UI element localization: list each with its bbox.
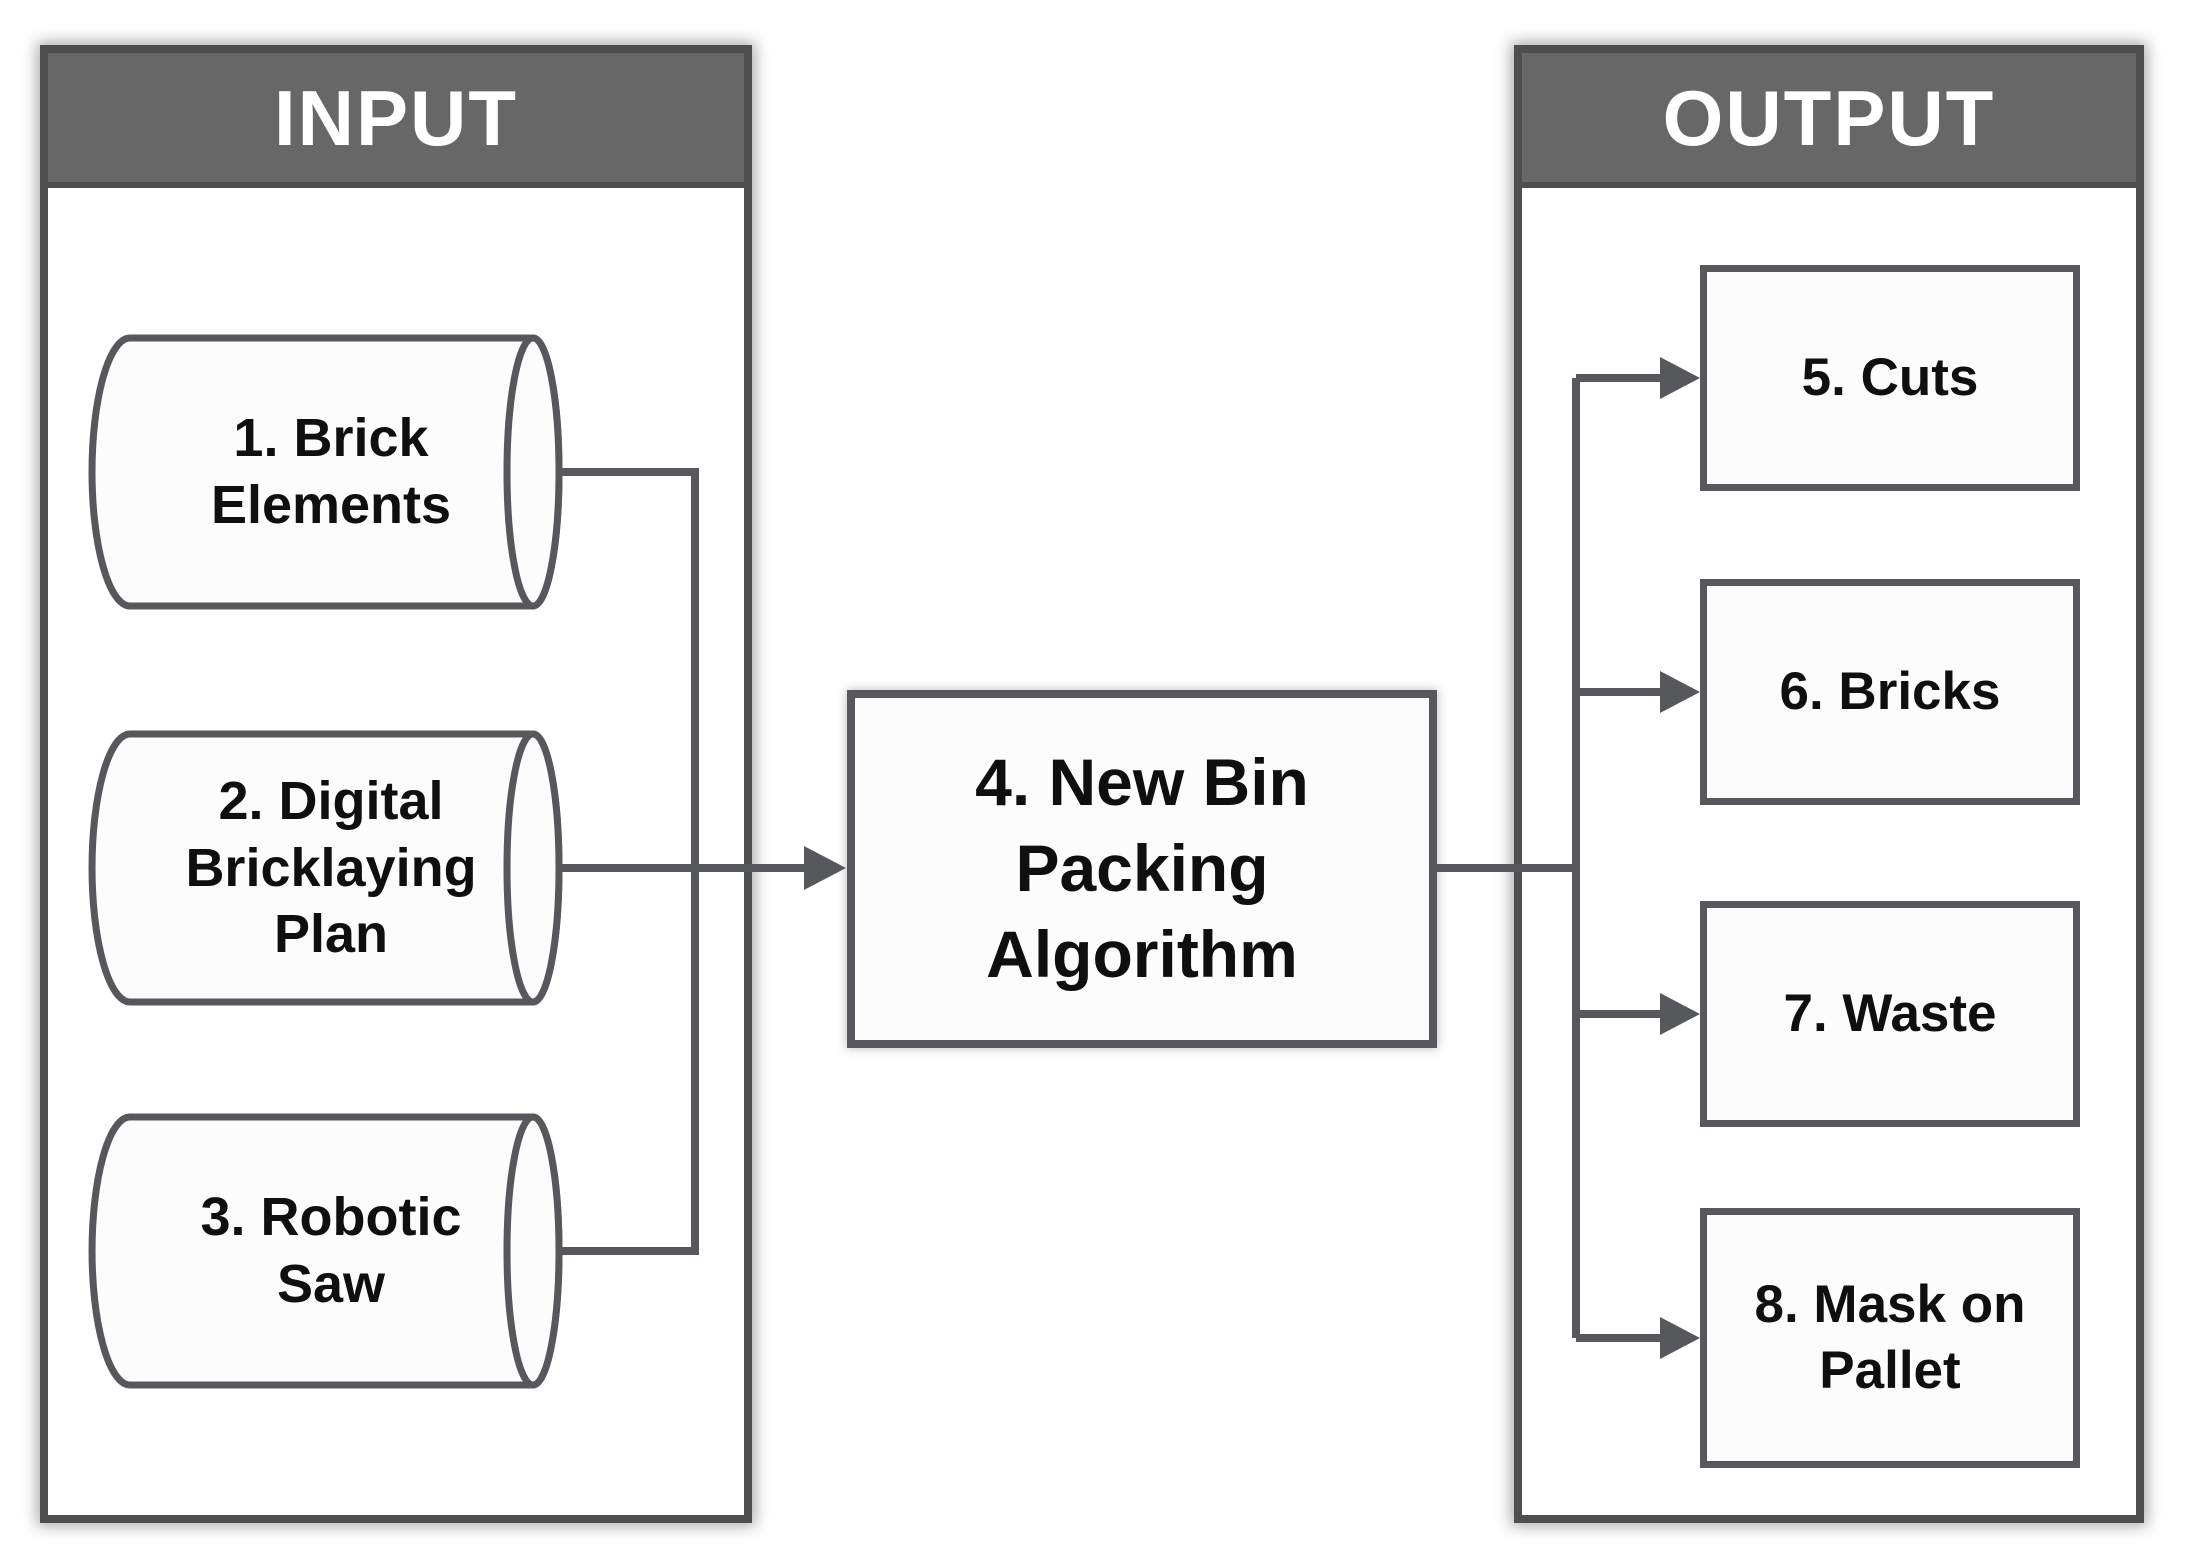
process-box-algorithm: 4. New Bin Packing Algorithm: [847, 690, 1437, 1048]
cylinder-label-robotic-saw: 3. Robotic Saw: [200, 1187, 462, 1314]
output-box-waste: 7. Waste: [1700, 901, 2080, 1127]
cylinder-label-brick-elements: 1. Brick Elements: [210, 408, 452, 535]
arrowhead-into-mask-icon: [1660, 1317, 1700, 1359]
cylinder-shape-robotic-saw: [88, 1113, 563, 1389]
output-box-cuts: 5. Cuts: [1700, 265, 2080, 491]
arrowhead-into-cuts-icon: [1660, 357, 1700, 399]
arrowhead-into-bricks-icon: [1660, 671, 1700, 713]
output-panel-title: OUTPUT: [1662, 73, 1996, 162]
input-panel-title: INPUT: [274, 73, 518, 162]
output-box-mask-on-pallet: 8. Mask on Pallet: [1700, 1208, 2080, 1468]
connector-input-merge: [556, 468, 699, 1255]
cylinder-shape-bricklaying-plan: [88, 730, 563, 1006]
cylinder-shape-brick-elements: [88, 334, 563, 610]
arrowhead-into-algorithm-icon: [804, 846, 846, 890]
output-panel-header: OUTPUT: [1522, 53, 2136, 188]
arrowhead-into-waste-icon: [1660, 993, 1700, 1035]
cylinder-label-bricklaying-plan: 2. Digital Bricklaying Plan: [185, 770, 477, 965]
output-box-bricks: 6. Bricks: [1700, 579, 2080, 805]
input-panel-header: INPUT: [48, 53, 744, 188]
